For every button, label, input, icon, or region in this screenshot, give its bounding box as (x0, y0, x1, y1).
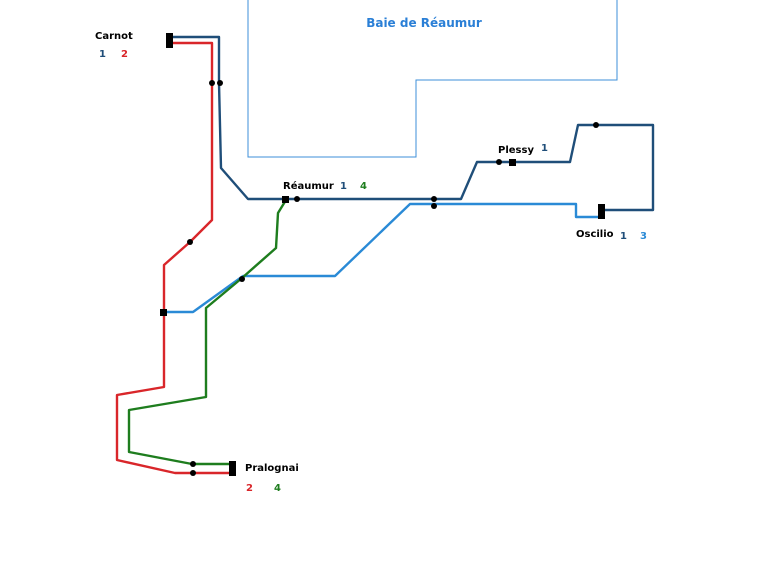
line-number: 4 (360, 181, 367, 192)
terminal-pralognai[interactable] (229, 461, 236, 476)
station-label-pralognai: Pralognai 2 4 (245, 463, 299, 494)
station-name: Carnot (95, 31, 133, 42)
line-number: 1 (620, 231, 627, 242)
terminal-carnot[interactable] (166, 33, 173, 48)
stop-dot[interactable] (431, 196, 437, 202)
stop-dot[interactable] (239, 276, 245, 282)
stop-dot[interactable] (209, 80, 215, 86)
station-label-oscilio: Oscilio 1 3 (576, 229, 647, 242)
stop-dot[interactable] (294, 196, 300, 202)
stop-dot[interactable] (431, 203, 437, 209)
stop-dot[interactable] (190, 470, 196, 476)
stop-dot[interactable] (187, 239, 193, 245)
station-plessy-marker[interactable] (509, 159, 516, 166)
line-number: 2 (121, 49, 128, 60)
line-number: 2 (246, 483, 253, 494)
line-number: 4 (274, 483, 281, 494)
stop-dot[interactable] (496, 159, 502, 165)
line-number: 1 (541, 143, 548, 154)
terminal-oscilio[interactable] (598, 204, 605, 219)
line-number: 1 (99, 49, 106, 60)
line-number: 3 (640, 231, 647, 242)
line-1-path[interactable] (168, 35, 655, 212)
station-label-carnot: Carnot 1 2 (95, 31, 133, 60)
station-junction-marker[interactable] (160, 309, 167, 316)
stop-dot[interactable] (217, 80, 223, 86)
stop-dot[interactable] (593, 122, 599, 128)
line-4-path[interactable] (127, 198, 288, 466)
line-2-path[interactable] (115, 41, 233, 475)
station-name: Plessy (498, 145, 534, 156)
bay-outline (247, 0, 618, 158)
station-label-reaumur: Réaumur 1 4 (283, 180, 367, 192)
station-label-plessy: Plessy 1 (498, 143, 548, 156)
station-name: Réaumur (283, 180, 334, 192)
station-name: Pralognai (245, 463, 299, 474)
bay-label: Baie de Réaumur (366, 16, 482, 30)
station-reaumur-marker[interactable] (282, 196, 289, 203)
line-3-path[interactable] (163, 202, 603, 314)
station-name: Oscilio (576, 229, 614, 240)
line-number: 1 (340, 181, 347, 192)
stop-dot[interactable] (190, 461, 196, 467)
